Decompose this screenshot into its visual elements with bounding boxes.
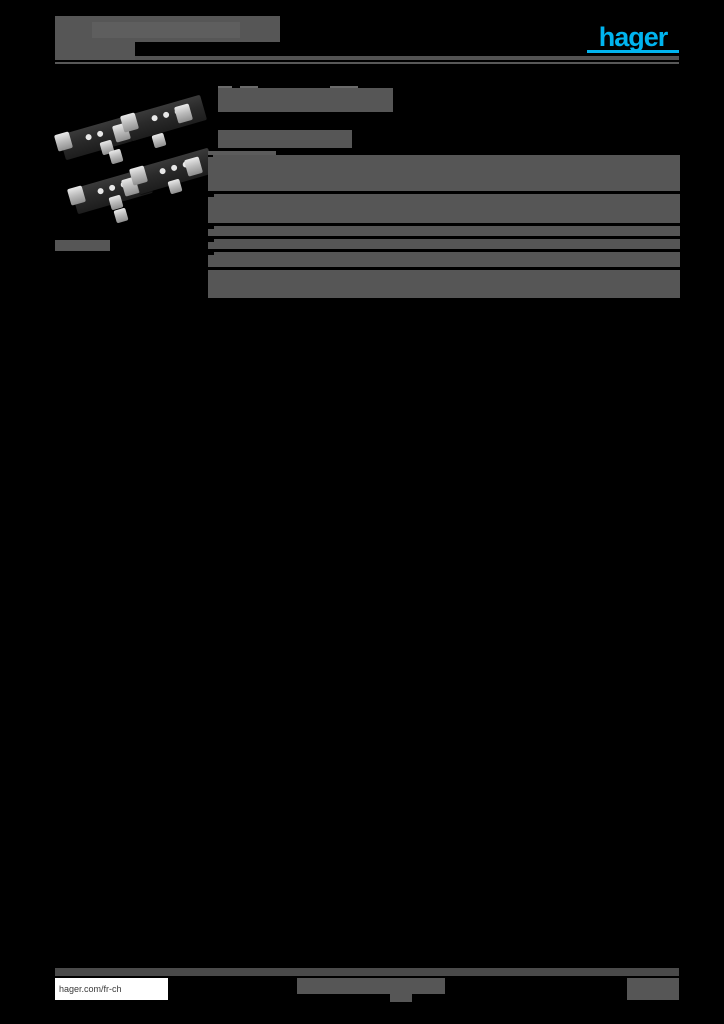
- footer-center-text-second-line: [390, 992, 412, 1002]
- footer-url-box[interactable]: hager.com/fr-ch: [55, 978, 168, 1000]
- page-subtitle: [55, 42, 135, 60]
- table-header-tab: [208, 151, 276, 157]
- table-row: [208, 226, 680, 236]
- terminal-dot: [108, 184, 116, 192]
- page-footer: hager.com/fr-ch: [0, 968, 724, 1024]
- header-divider: [55, 62, 679, 64]
- clamp: [151, 132, 167, 149]
- table-row: [208, 252, 680, 267]
- terminal-dot: [84, 133, 93, 141]
- page-number: [627, 978, 679, 1000]
- hager-logo: hager: [587, 22, 679, 52]
- table-row: [208, 155, 680, 191]
- footer-divider: [55, 968, 679, 976]
- terminal-dot: [96, 130, 104, 138]
- page-header: hager: [0, 0, 724, 80]
- terminal-dot: [158, 167, 167, 175]
- hager-logo-underline: [587, 50, 679, 53]
- terminal-dot: [170, 164, 178, 172]
- footer-url-link[interactable]: hager.com/fr-ch: [59, 983, 122, 994]
- hager-logo-text: hager: [598, 22, 669, 52]
- section-title: [218, 88, 393, 112]
- header-divider-thick: [135, 56, 679, 60]
- product-caption: [55, 240, 110, 251]
- spec-table: [208, 155, 680, 298]
- footer-center-text: [297, 978, 445, 994]
- terminal-dot: [162, 111, 170, 119]
- page-title-continuation: [92, 22, 240, 38]
- clamp: [113, 207, 129, 224]
- clamp: [108, 148, 124, 165]
- product-photo: [53, 92, 216, 237]
- table-row: [208, 270, 680, 298]
- table-row: [208, 239, 680, 249]
- product-figure: [53, 92, 216, 260]
- section-subtitle: [218, 130, 352, 148]
- busbar-part: [124, 94, 208, 142]
- terminal-dot: [96, 187, 105, 195]
- table-row: [208, 194, 680, 223]
- terminal-dot: [150, 114, 159, 122]
